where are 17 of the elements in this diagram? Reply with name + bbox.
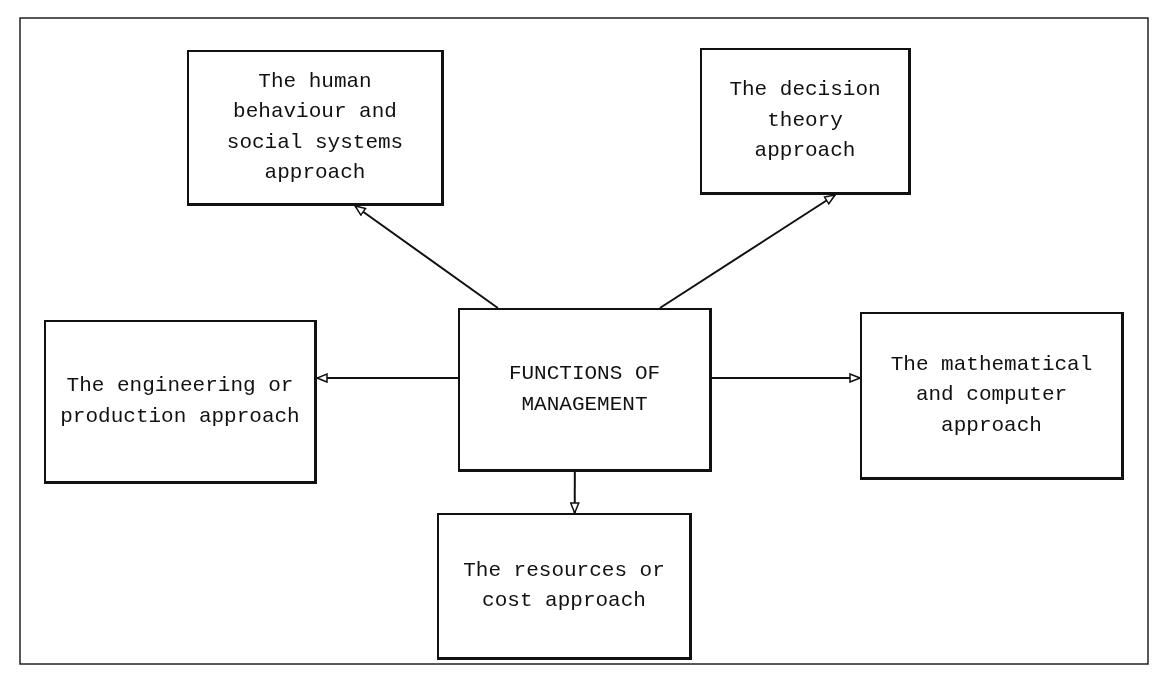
box-label: The mathematical and computer approach [889,351,1094,439]
box-label: The human behaviour and social systems approach [225,68,405,186]
approach-box [700,48,911,195]
approach-box [860,312,1124,480]
arrow [658,194,837,309]
approach-box [187,50,444,206]
box-label: The engineering or production approach [59,373,301,430]
arrow [711,373,861,383]
box-label: The resources or cost approach [462,557,666,614]
arrow [316,373,459,383]
box-label: The decision theory approach [728,77,882,165]
arrow [570,471,580,514]
approach-box [44,320,317,484]
approach-box [458,308,712,472]
box-label: FUNCTIONS OF MANAGEMENT [507,361,662,418]
arrow [354,205,499,309]
approach-box [437,513,692,660]
